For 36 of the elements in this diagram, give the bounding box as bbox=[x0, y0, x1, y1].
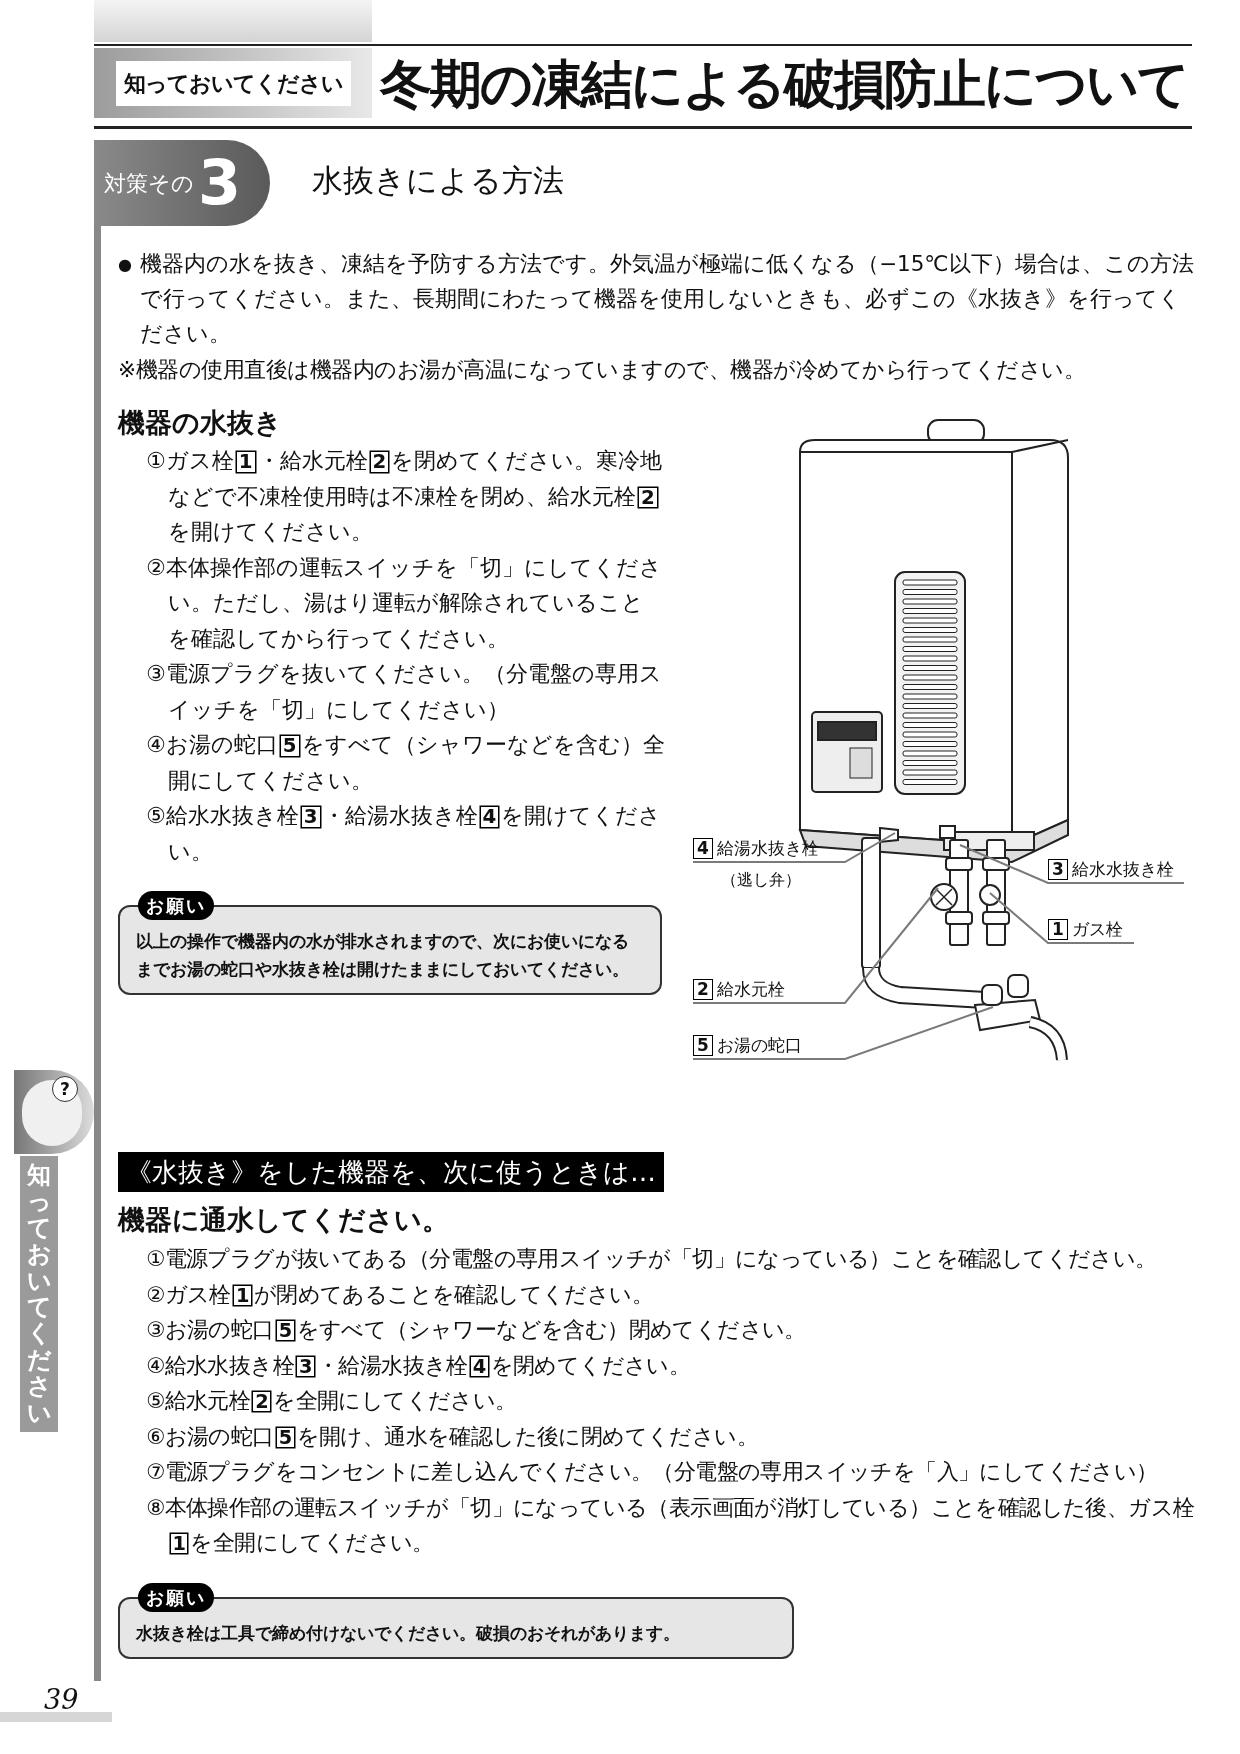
callout-number: 2 bbox=[693, 978, 713, 1000]
callout-label: ガス栓 bbox=[1071, 919, 1123, 939]
caution-badge: お願い bbox=[138, 1583, 214, 1612]
intro-text: 機器内の水を抜き、凍結を予防する方法です。外気温が極端に低くなる（−15℃以下）場合は、この方法で行ってください。また、長期間にわたって機器を使用しないときも、必ずこの《水抜き》を行ってください。 bbox=[140, 250, 1195, 348]
callout-note: （逃し弁） bbox=[721, 869, 801, 891]
leader-line bbox=[989, 892, 1135, 944]
subsection-heading: 機器に通水してください。 bbox=[118, 1203, 449, 1237]
section-number: 3 bbox=[198, 152, 242, 214]
callout-label: お湯の蛇口 bbox=[716, 1035, 802, 1055]
page-title: 冬期の凍結による破損防止について bbox=[380, 53, 1188, 116]
leader-line bbox=[692, 1006, 994, 1060]
section-prefix: 対策その bbox=[104, 169, 194, 198]
category-label: 知っておいてください bbox=[115, 60, 351, 106]
heading-bar-label: 《水抜き》をした機器を、次に使うときは… bbox=[126, 1157, 656, 1187]
page-number: 39 bbox=[44, 1683, 79, 1717]
caution-text: 水抜き栓は工具で締め付けないでください。破損のおそれがあります。 bbox=[136, 1622, 681, 1645]
leader-line bbox=[692, 887, 939, 1004]
step-text: ①電源プラグが抜いてある（分電盤の専用スイッチが「切」になっている）ことを確認してください。 bbox=[146, 1245, 1158, 1273]
callout-number: 1 bbox=[1048, 918, 1068, 940]
callout-number: 4 bbox=[693, 837, 713, 859]
subsection-heading: 機器の水抜き bbox=[118, 406, 282, 440]
callout-number: 5 bbox=[693, 1034, 713, 1056]
callout-label: 給水元栓 bbox=[716, 979, 785, 999]
side-tab-label: 知っておいてください bbox=[27, 1162, 51, 1426]
callout-number: 3 bbox=[1048, 858, 1068, 880]
callout-label: 給水水抜き栓 bbox=[1071, 859, 1174, 879]
step-text: ⑦電源プラグをコンセントに差し込んでください。（分電盤の専用スイッチを「入」にしてください） bbox=[146, 1458, 1159, 1486]
step-text: ③電源プラグを抜いてください。（分電盤の専用スイッチを「切」にしてください） bbox=[146, 660, 663, 724]
leader-line bbox=[692, 832, 896, 863]
leader-line bbox=[959, 844, 1185, 884]
caution-text: 以上の操作で機器内の水が排水されますので、次にお使いになるまでお湯の蛇口や水抜き栓は開けたままにしておいてください。 bbox=[136, 930, 630, 982]
caution-badge: お願い bbox=[138, 891, 214, 920]
step-text: ②本体操作部の運転スイッチを「切」にしてください。ただし、湯はり運転が解除されていることを確認してから行ってください。 bbox=[146, 553, 663, 653]
note-text: ※機器の使用直後は機器内のお湯が高温になっていますので、機器が冷めてから行ってください。 bbox=[118, 356, 1086, 384]
bullet-icon: ● bbox=[118, 253, 132, 277]
section-heading: 水抜きによる方法 bbox=[312, 161, 564, 200]
